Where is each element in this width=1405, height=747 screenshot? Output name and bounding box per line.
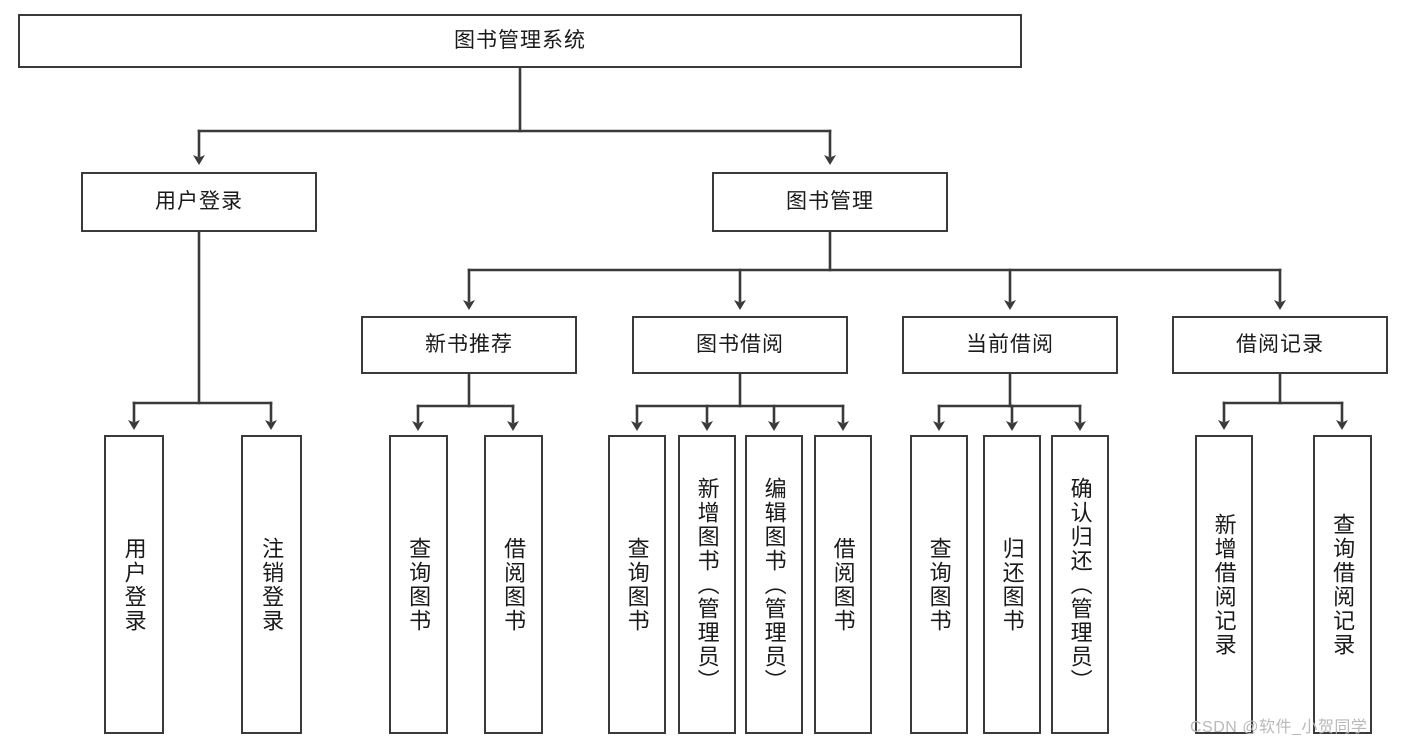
- leaf-borrow-book-2-label: 借阅图书: [830, 536, 856, 633]
- leaf-query-book-1-label: 查询图书: [406, 536, 432, 633]
- leaf-user-login-label: 用户登录: [121, 536, 147, 633]
- leaf-edit-book[interactable]: 编辑图书（管理员）: [745, 435, 803, 734]
- node-new-book-rec-label: 新书推荐: [425, 333, 513, 357]
- node-new-book-rec[interactable]: 新书推荐: [361, 316, 577, 374]
- leaf-borrow-book-1[interactable]: 借阅图书: [484, 435, 543, 734]
- leaf-query-book-3-label: 查询图书: [926, 536, 952, 633]
- node-root[interactable]: 图书管理系统: [18, 14, 1022, 68]
- node-borrow-record[interactable]: 借阅记录: [1172, 316, 1388, 374]
- node-borrow-record-label: 借阅记录: [1236, 333, 1324, 357]
- leaf-query-book-1[interactable]: 查询图书: [389, 435, 448, 734]
- node-user-login[interactable]: 用户登录: [81, 172, 317, 232]
- node-book-manage-label: 图书管理: [786, 190, 874, 214]
- leaf-confirm-return[interactable]: 确认归还（管理员）: [1051, 435, 1109, 734]
- leaf-user-login[interactable]: 用户登录: [104, 435, 164, 734]
- leaf-add-record-label: 新增借阅记录: [1211, 512, 1237, 657]
- leaf-return-book-label: 归还图书: [999, 536, 1025, 633]
- node-book-borrow[interactable]: 图书借阅: [632, 316, 848, 374]
- leaf-query-book-2[interactable]: 查询图书: [608, 435, 666, 734]
- node-current-borrow-label: 当前借阅: [966, 333, 1054, 357]
- leaf-add-book-label: 新增图书（管理员）: [694, 476, 720, 693]
- node-user-login-label: 用户登录: [155, 190, 243, 214]
- leaf-return-book[interactable]: 归还图书: [983, 435, 1041, 734]
- leaf-confirm-return-label: 确认归还（管理员）: [1067, 476, 1093, 693]
- leaf-add-record[interactable]: 新增借阅记录: [1195, 435, 1253, 734]
- node-book-manage[interactable]: 图书管理: [712, 172, 948, 232]
- leaf-logout[interactable]: 注销登录: [241, 435, 302, 734]
- node-root-label: 图书管理系统: [454, 29, 586, 53]
- leaf-query-book-3[interactable]: 查询图书: [910, 435, 968, 734]
- leaf-logout-label: 注销登录: [259, 536, 285, 633]
- leaf-query-record-label: 查询借阅记录: [1330, 512, 1356, 657]
- node-current-borrow[interactable]: 当前借阅: [902, 316, 1118, 374]
- leaf-borrow-book-2[interactable]: 借阅图书: [814, 435, 872, 734]
- leaf-query-book-2-label: 查询图书: [624, 536, 650, 633]
- leaf-query-record[interactable]: 查询借阅记录: [1313, 435, 1372, 734]
- node-book-borrow-label: 图书借阅: [696, 333, 784, 357]
- leaf-edit-book-label: 编辑图书（管理员）: [761, 476, 787, 693]
- leaf-borrow-book-1-label: 借阅图书: [501, 536, 527, 633]
- leaf-add-book[interactable]: 新增图书（管理员）: [678, 435, 736, 734]
